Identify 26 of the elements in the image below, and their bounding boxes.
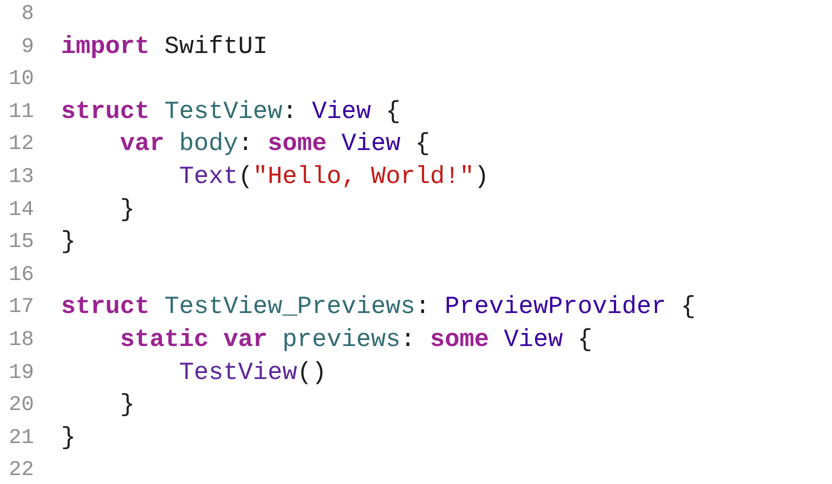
line-number: 20 xyxy=(8,393,34,420)
line-number: 19 xyxy=(8,360,34,387)
line-number: 11 xyxy=(8,100,34,126)
line-number: 10 xyxy=(8,67,34,94)
line-number: 14 xyxy=(8,198,34,224)
code-line: var body: some View { xyxy=(119,130,430,160)
line-number: 21 xyxy=(8,426,34,452)
line-number: 16 xyxy=(8,262,34,289)
code-line: TestView() xyxy=(178,358,327,389)
line-number: 9 xyxy=(20,34,34,61)
line-number: 12 xyxy=(8,132,34,158)
code-line: } xyxy=(61,424,76,454)
code-line: } xyxy=(61,228,76,258)
line-number: 17 xyxy=(8,295,34,322)
line-number: 22 xyxy=(8,458,34,484)
code-line: Text("Hello, World!") xyxy=(178,163,490,193)
code-line: import SwiftUI xyxy=(61,32,268,63)
code-line: } xyxy=(119,196,135,226)
line-number: 13 xyxy=(8,165,34,191)
line-number: 15 xyxy=(8,230,34,256)
code-line: struct TestView: View { xyxy=(61,98,401,128)
code-line: struct TestView_Previews: PreviewProvider { xyxy=(61,293,696,324)
code-line: static var previews: some View { xyxy=(119,326,592,356)
code-line: } xyxy=(119,391,135,422)
line-number: 8 xyxy=(20,2,34,28)
line-number: 18 xyxy=(8,328,34,354)
